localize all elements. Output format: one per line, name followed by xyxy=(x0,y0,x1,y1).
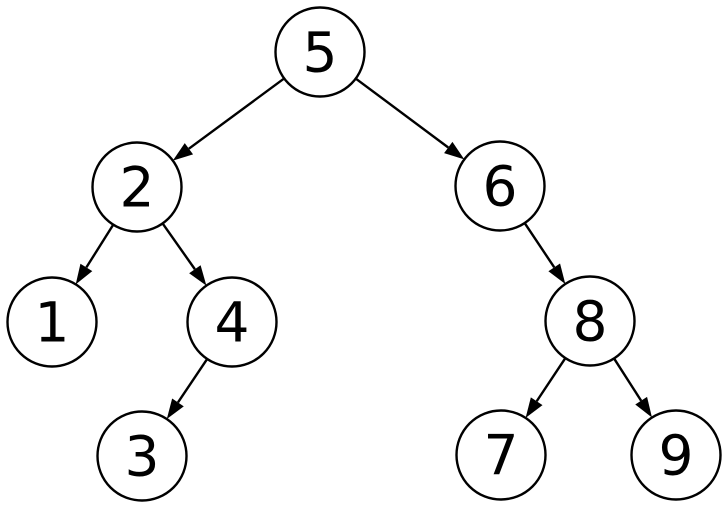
edge-line xyxy=(523,222,556,268)
node-label: 5 xyxy=(303,21,338,85)
tree-node-6: 6 xyxy=(454,140,546,232)
nodes-layer: 5 2 6 1 4 8 3 7 9 xyxy=(6,6,722,502)
edge-5-6 xyxy=(354,77,465,160)
node-circle xyxy=(544,275,636,367)
node-label: 8 xyxy=(573,290,608,354)
edge-line xyxy=(176,358,209,404)
edge-line xyxy=(613,357,643,402)
arrowhead-icon xyxy=(548,263,566,284)
edge-line xyxy=(354,77,449,149)
node-circle xyxy=(91,141,183,233)
edge-8-9 xyxy=(613,357,652,418)
tree-node-4: 4 xyxy=(186,276,278,368)
edge-line xyxy=(85,224,115,269)
arrowhead-icon xyxy=(75,263,93,285)
edge-line xyxy=(188,77,285,150)
arrowhead-icon xyxy=(172,143,194,161)
edges-layer xyxy=(75,77,652,420)
edge-2-1 xyxy=(75,224,115,285)
node-label: 7 xyxy=(484,424,519,488)
node-circle xyxy=(630,409,722,501)
node-circle xyxy=(6,276,98,368)
tree-node-1: 1 xyxy=(6,276,98,368)
edge-2-4 xyxy=(161,222,207,286)
edge-5-2 xyxy=(172,77,285,161)
node-circle xyxy=(455,409,547,501)
node-circle xyxy=(96,410,188,502)
tree-node-9: 9 xyxy=(630,409,722,501)
node-circle xyxy=(274,6,366,98)
tree-node-2: 2 xyxy=(91,141,183,233)
tree-node-8: 8 xyxy=(544,275,636,367)
edge-line xyxy=(535,357,567,402)
edge-line xyxy=(161,222,196,270)
node-label: 2 xyxy=(120,156,155,220)
node-label: 1 xyxy=(35,291,70,355)
node-label: 4 xyxy=(215,291,250,355)
node-label: 3 xyxy=(125,425,160,489)
tree-node-7: 7 xyxy=(455,409,547,501)
arrowhead-icon xyxy=(189,265,207,286)
arrowhead-icon xyxy=(635,396,652,418)
arrowhead-icon xyxy=(525,397,543,418)
node-label: 9 xyxy=(659,424,694,488)
node-circle xyxy=(186,276,278,368)
node-circle xyxy=(454,140,546,232)
arrowhead-icon xyxy=(166,398,184,420)
node-label: 6 xyxy=(483,155,518,219)
tree-node-3: 3 xyxy=(96,410,188,502)
edge-8-7 xyxy=(525,357,567,418)
edge-4-3 xyxy=(166,358,209,420)
arrowhead-icon xyxy=(444,141,465,160)
tree-node-5: 5 xyxy=(274,6,366,98)
edge-6-8 xyxy=(523,222,566,284)
